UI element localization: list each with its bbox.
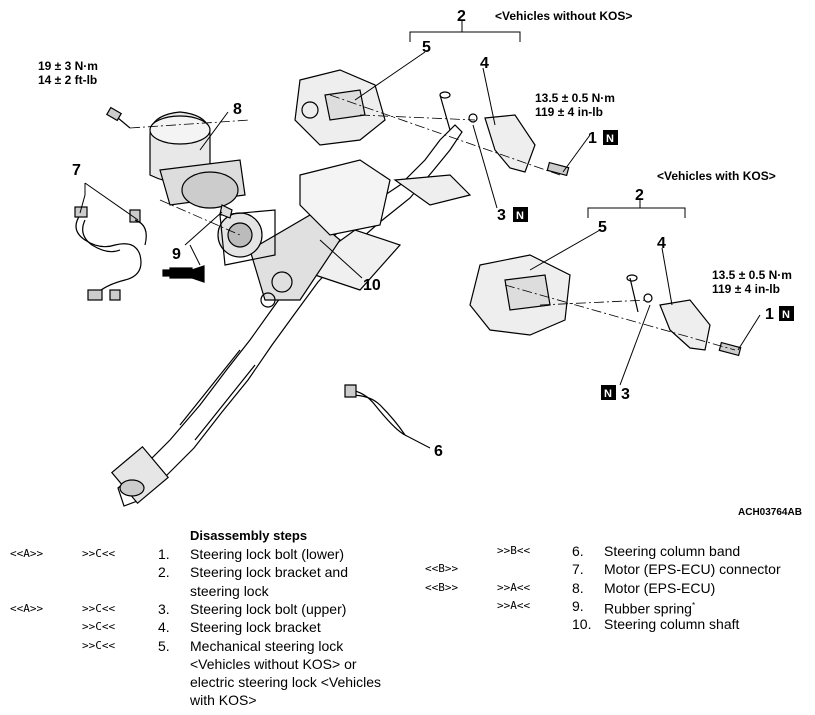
- callout-5-top: 5: [422, 39, 431, 56]
- callout-1-top: 1: [588, 130, 597, 147]
- step-ref-b: >>A<<: [497, 598, 531, 612]
- svg-text:N: N: [516, 210, 524, 222]
- step-ref-b: >>C<<: [82, 620, 116, 634]
- steps-title: Disassembly steps: [190, 528, 308, 543]
- torque-lock-nm-bottom: 13.5 ± 0.5 N·m: [712, 268, 792, 282]
- rubber-spring: [219, 204, 233, 219]
- step-number: 8.: [572, 579, 584, 596]
- mechanical-steering-lock: [294, 69, 451, 146]
- svg-text:N: N: [782, 309, 790, 321]
- electric-steering-lock: [469, 254, 639, 336]
- step-text: Steering column shaft: [604, 616, 740, 633]
- new-part-mark: N: [603, 130, 618, 145]
- exploded-view-diagram: <Vehicles without KOS> <Vehicles with KO…: [38, 8, 802, 518]
- callout-2-bottom: 2: [635, 187, 644, 204]
- callout-6: 6: [434, 443, 443, 460]
- motor-bolt: [105, 106, 131, 129]
- callout-8: 8: [233, 101, 242, 118]
- step-text: Steering lock bolt (upper): [190, 600, 347, 617]
- step-ref-a: <<A>>: [10, 547, 44, 560]
- grease-icon: [162, 265, 205, 283]
- step-number: 5.: [158, 637, 170, 654]
- figure-code: ACH03764AB: [738, 507, 802, 518]
- heading-without-kos: <Vehicles without KOS>: [495, 9, 632, 23]
- step-text: Steering lock bolt (lower): [190, 546, 345, 562]
- step-text: Steering lock bracket and: [190, 564, 348, 581]
- step-number: 10.: [572, 616, 592, 633]
- step-ref-a: <<B>>: [425, 580, 459, 594]
- step-number: 7.: [572, 561, 584, 578]
- step-ref-a: <<B>>: [425, 562, 459, 576]
- step-ref-b: >>C<<: [82, 638, 116, 652]
- callout-1-bottom: 1: [765, 306, 774, 323]
- new-part-mark: N: [513, 207, 528, 222]
- disassembly-steps: Disassembly steps <<A>> >>C<< 1. Steering l…: [0, 528, 815, 715]
- step-ref-b: >>A<<: [497, 580, 531, 594]
- step-text: Steering lock bracket: [190, 619, 321, 636]
- callout-3-top: 3: [497, 207, 506, 224]
- step-text: steering lock: [190, 582, 269, 599]
- torque-lock-nm-top: 13.5 ± 0.5 N·m: [535, 91, 615, 105]
- step-number: 1.: [158, 546, 170, 562]
- callout-3-bottom: 3: [621, 386, 630, 403]
- svg-text:N: N: [606, 133, 614, 145]
- callout-5-bottom: 5: [598, 219, 607, 236]
- step-text: Steering column band: [604, 543, 741, 559]
- callout-4-bottom: 4: [657, 235, 666, 252]
- step-number: 4.: [158, 619, 170, 636]
- step-text: Rubber spring*: [604, 600, 696, 617]
- new-part-mark: N: [779, 306, 794, 321]
- motor-connector-harness: [74, 206, 147, 301]
- torque-lock-inlb-bottom: 119 ± 4 in-lb: [712, 282, 780, 296]
- steering-lock-bracket-top: [468, 113, 570, 177]
- steering-lock-bracket-bottom: [643, 293, 742, 357]
- step-ref-b: >>C<<: [82, 547, 116, 560]
- svg-text:N: N: [604, 388, 612, 400]
- torque-lock-inlb-top: 119 ± 4 in-lb: [535, 105, 603, 119]
- step-text: electric steering lock <Vehicles: [190, 674, 382, 691]
- callout-4-top: 4: [480, 55, 489, 72]
- step-text: with KOS>: [190, 692, 257, 709]
- step-text: Motor (EPS-ECU): [604, 579, 716, 596]
- step-number: 6.: [572, 543, 584, 559]
- step-text: Mechanical steering lock: [190, 637, 344, 654]
- step-ref-a: <<A>>: [10, 601, 44, 615]
- step-ref-b: >>C<<: [82, 601, 116, 615]
- callout-9: 9: [172, 246, 181, 263]
- step-text: Motor (EPS-ECU) connector: [604, 561, 781, 578]
- steering-column-shaft: [110, 124, 472, 507]
- step-text: <Vehicles without KOS> or: [190, 655, 357, 672]
- steering-column-band: [344, 384, 407, 437]
- torque-motor-nm: 19 ± 3 N·m: [38, 59, 98, 73]
- step-number: 2.: [158, 564, 170, 581]
- callout-7: 7: [72, 162, 81, 179]
- new-part-mark: N: [601, 385, 616, 400]
- heading-with-kos: <Vehicles with KOS>: [657, 169, 776, 183]
- callout-10: 10: [363, 277, 381, 294]
- step-number: 9.: [572, 597, 584, 614]
- motor-eps-ecu: [149, 111, 276, 266]
- step-number: 3.: [158, 600, 170, 617]
- step-ref-b: >>B<<: [497, 544, 531, 557]
- torque-motor-ftlb: 14 ± 2 ft-lb: [38, 73, 97, 87]
- callout-2-top: 2: [457, 8, 466, 25]
- step-footnote-mark: *: [691, 600, 696, 610]
